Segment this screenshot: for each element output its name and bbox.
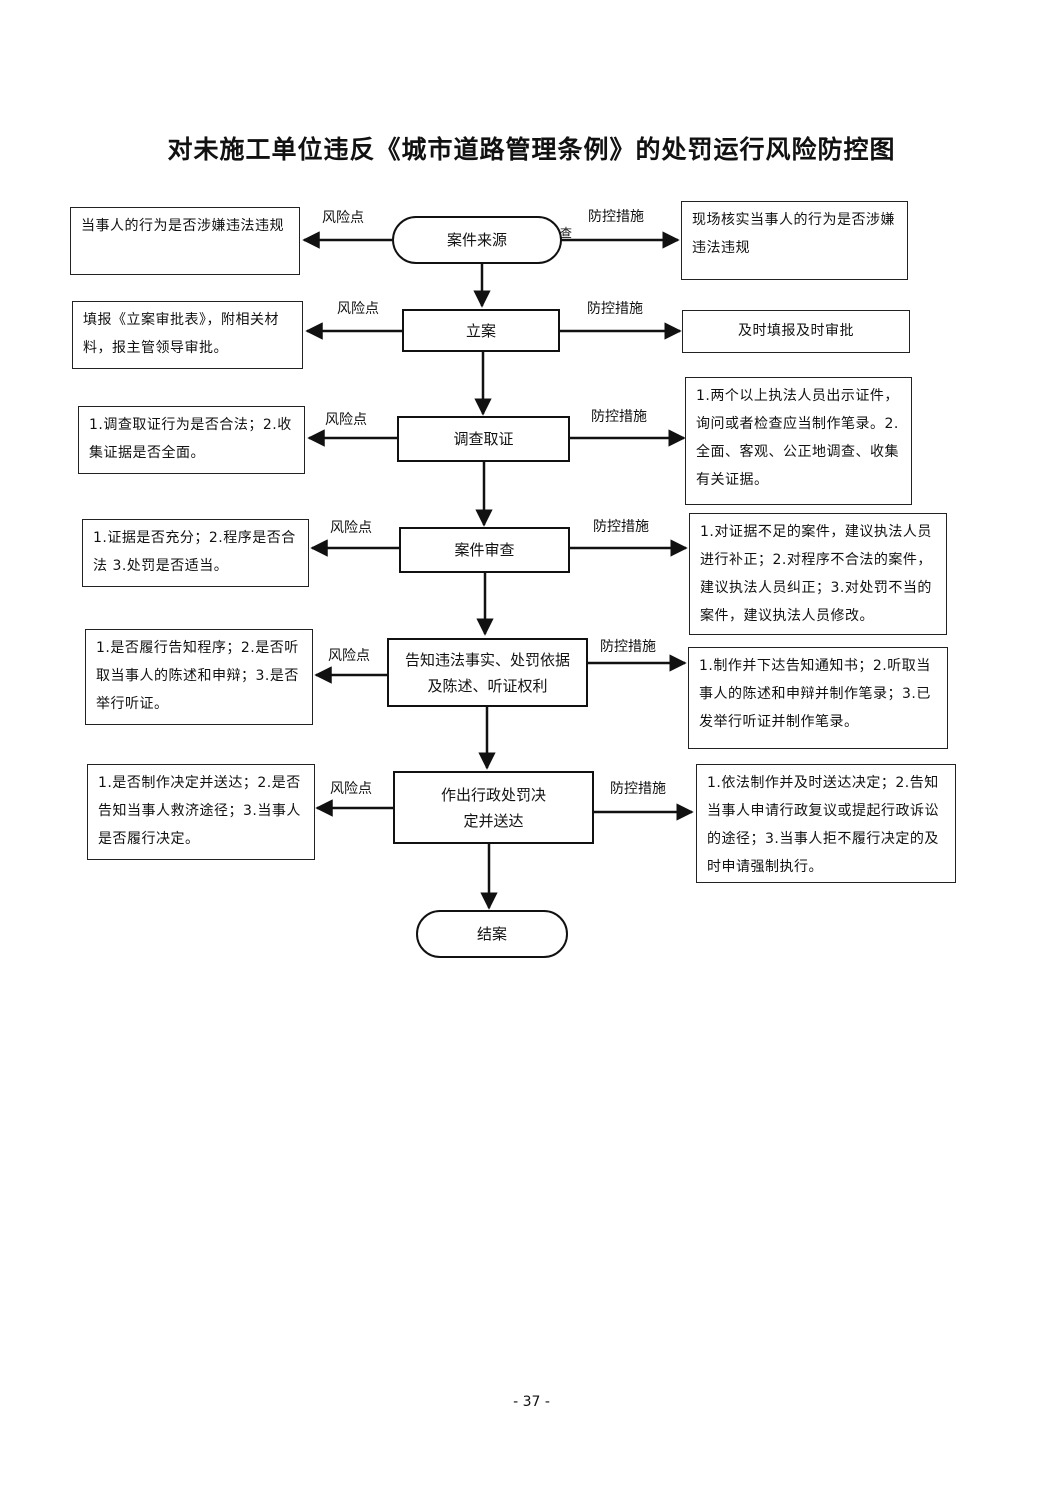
risk-box-2: 填报《立案审批表》，附相关材料，报主管领导审批。: [72, 301, 303, 369]
control-label-1: 防控措施: [588, 209, 644, 225]
risk-box-3: 1.调查取证行为是否合法；2.收集证据是否全面。: [78, 406, 305, 474]
step-close-case: 结案: [416, 910, 568, 958]
risk-label-4: 风险点: [330, 520, 372, 536]
step-investigation: 调查取证: [397, 416, 570, 462]
control-box-3: 1.两个以上执法人员出示证件，询问或者检查应当制作笔录。2.全面、客观、公正地调…: [685, 377, 912, 505]
control-label-5: 防控措施: [600, 639, 656, 655]
risk-box-5: 1.是否履行告知程序；2.是否听取当事人的陈述和申辩；3.是否举行听证。: [85, 629, 313, 725]
control-label-4: 防控措施: [593, 519, 649, 535]
step-case-review: 案件审查: [399, 527, 570, 573]
step-case-source: 案件来源: [392, 216, 562, 264]
risk-label-2: 风险点: [337, 301, 379, 317]
risk-box-1: 当事人的行为是否涉嫌违法违规: [70, 207, 300, 275]
control-box-4: 1.对证据不足的案件，建议执法人员进行补正；2.对程序不合法的案件，建议执法人员…: [689, 513, 947, 635]
control-label-2: 防控措施: [587, 301, 643, 317]
step-penalty-decision: 作出行政处罚决定并送达: [393, 771, 594, 844]
risk-label-5: 风险点: [328, 648, 370, 664]
stray-char: 查: [560, 226, 573, 240]
risk-label-3: 风险点: [325, 412, 367, 428]
control-box-1: 现场核实当事人的行为是否涉嫌违法违规: [681, 201, 908, 280]
step-notify-rights: 告知违法事实、处罚依据及陈述、听证权利: [387, 638, 588, 707]
control-label-3: 防控措施: [591, 409, 647, 425]
risk-box-4: 1.证据是否充分；2.程序是否合法 3.处罚是否适当。: [82, 519, 309, 587]
control-box-5: 1.制作并下达告知通知书；2.听取当事人的陈述和申辩并制作笔录；3.已发举行听证…: [688, 647, 948, 749]
risk-label-1: 风险点: [322, 210, 364, 226]
step-register: 立案: [402, 309, 560, 352]
control-box-2: 及时填报及时审批: [682, 310, 910, 353]
page-number: - 37 -: [513, 1394, 550, 1410]
control-box-6: 1.依法制作并及时送达决定；2.告知当事人申请行政复议或提起行政诉讼的途径；3.…: [696, 764, 956, 883]
control-label-6: 防控措施: [610, 781, 666, 797]
risk-box-6: 1.是否制作决定并送达；2.是否告知当事人救济途径；3.当事人是否履行决定。: [87, 764, 315, 860]
page-title: 对未施工单位违反《城市道路管理条例》的处罚运行风险防控图: [167, 135, 896, 164]
risk-label-6: 风险点: [330, 781, 372, 797]
